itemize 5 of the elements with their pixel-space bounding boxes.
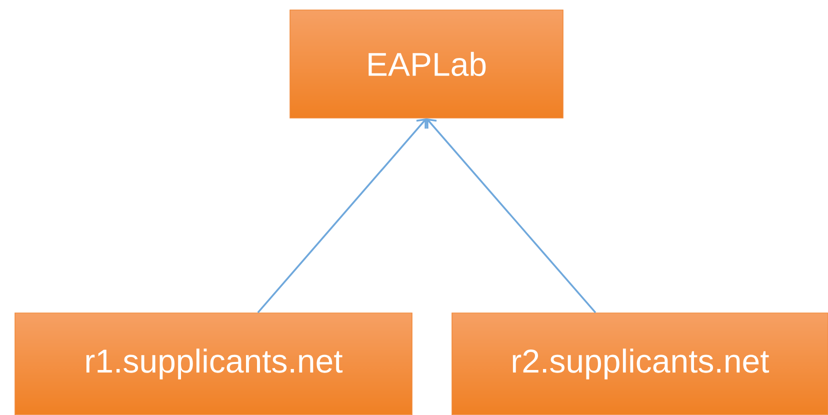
process-box: r1.supplicants.net [14, 312, 412, 415]
arrow [257, 118, 426, 314]
process-box: r2.supplicants.net [452, 312, 828, 415]
arrow [426, 118, 596, 314]
process-box: EAPLab [290, 10, 564, 118]
